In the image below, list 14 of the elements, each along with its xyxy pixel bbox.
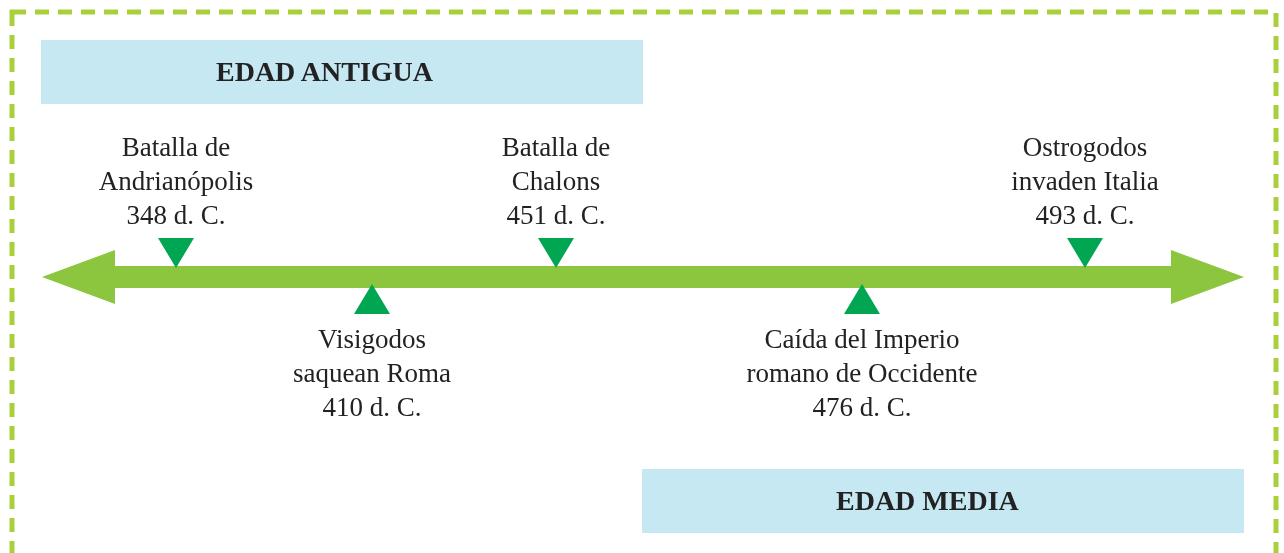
event-date: 348 d. C. [125, 199, 227, 232]
event-name: Caída del Imperio romano de Occidente [745, 323, 979, 390]
event-name: Batalla de Chalons [500, 131, 612, 198]
period-title: EDAD ANTIGUA [216, 56, 434, 88]
period-band [642, 469, 1244, 533]
period-title: EDAD MEDIA [836, 485, 1019, 517]
event-date: 493 d. C. [1034, 199, 1136, 232]
event-name: Batalla de Andrianópolis [97, 131, 255, 198]
event-date: 476 d. C. [811, 391, 913, 424]
event-date: 451 d. C. [505, 199, 607, 232]
event-name: Ostrogodos invaden Italia [1010, 131, 1160, 198]
period-band [41, 40, 643, 104]
event-name: Visigodos saquean Roma [291, 323, 453, 390]
event-date: 410 d. C. [321, 391, 423, 424]
